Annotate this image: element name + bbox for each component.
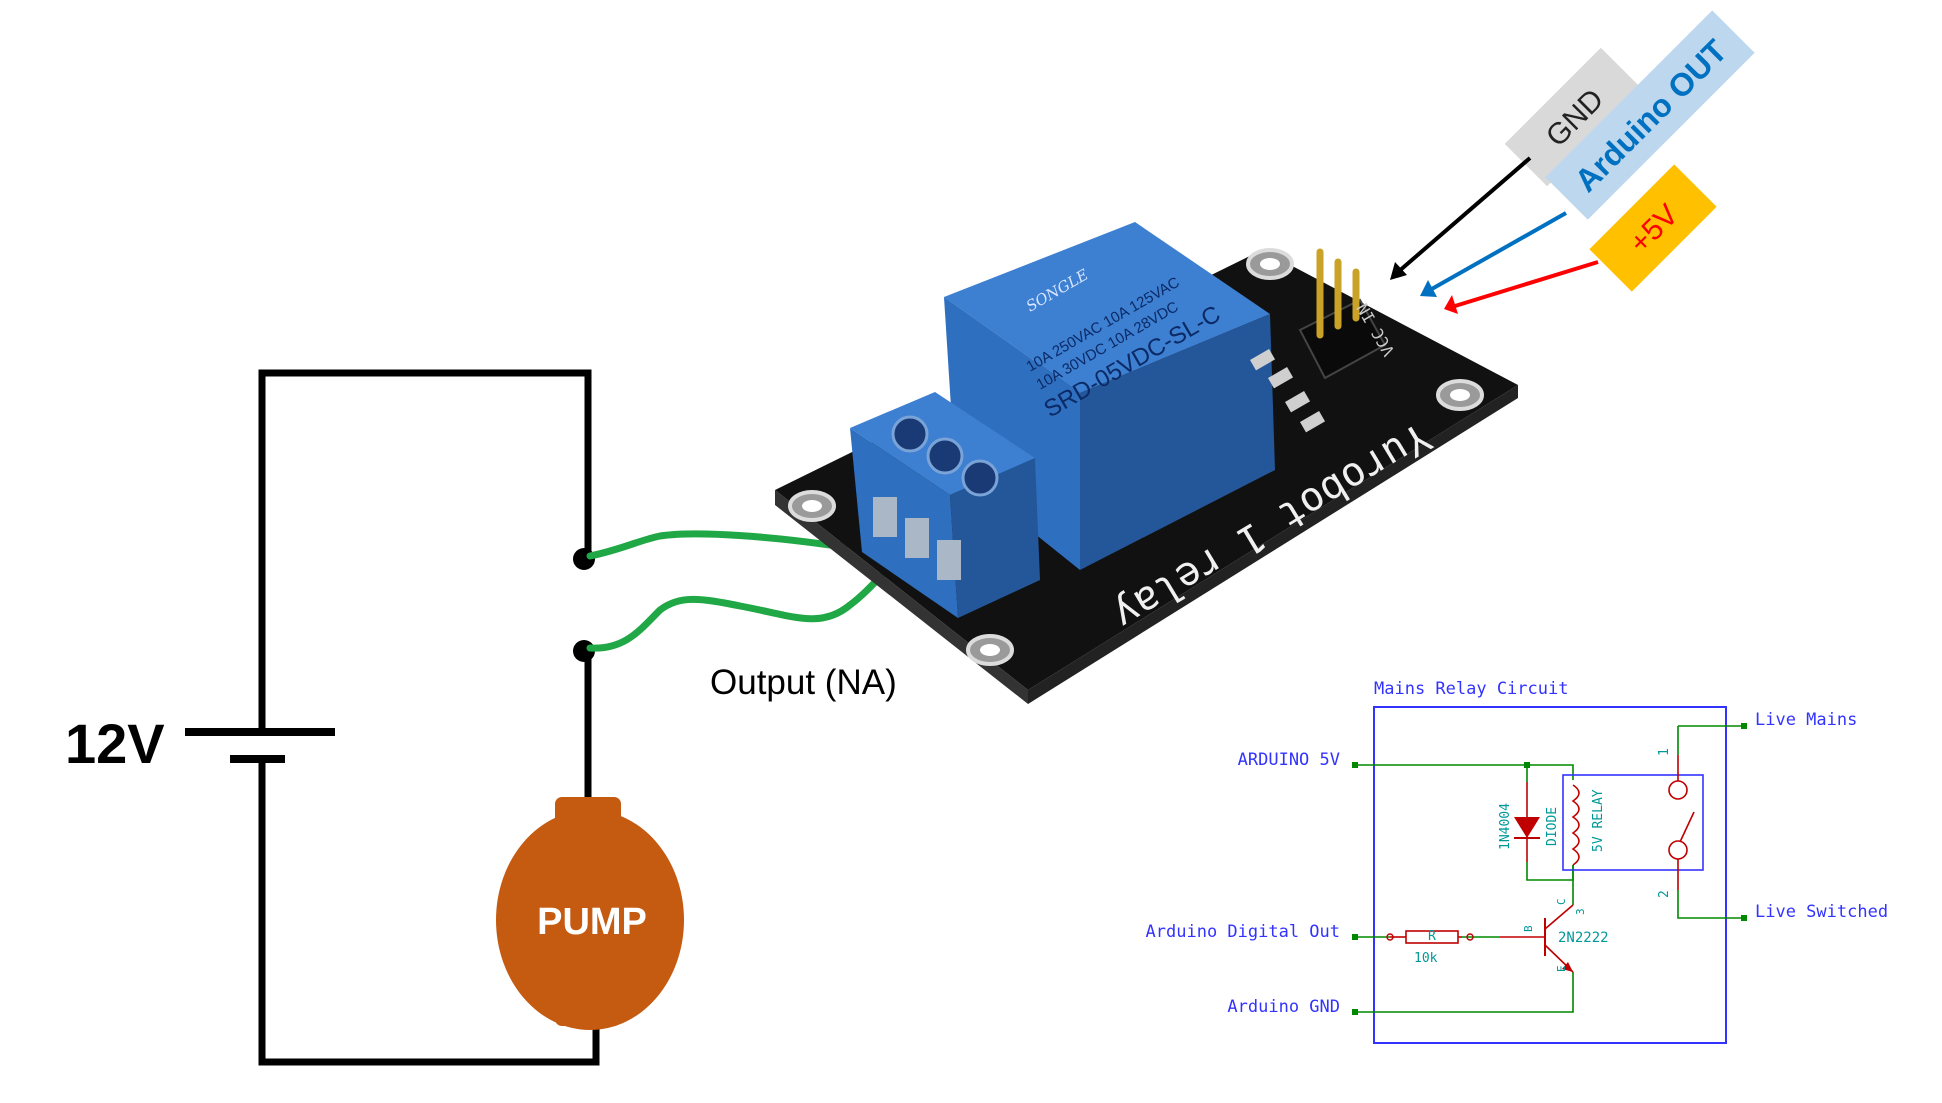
label-arduino-digital-out: Arduino Digital Out	[1146, 922, 1340, 942]
screw-terminal	[850, 392, 1040, 618]
relay-board-edge-right	[1028, 385, 1518, 704]
transistor-pin-c: C	[1555, 898, 1568, 905]
plus5v-tag-bg	[1589, 164, 1717, 292]
schematic-diode: 1N4004 DIODE	[1498, 782, 1560, 862]
schematic-transistor: 2N2222 B C E 3	[1500, 898, 1609, 973]
schematic-frame	[1373, 706, 1727, 1044]
pin-label-tags: GND Arduino OUT +5V	[1390, 10, 1755, 314]
resistor-name: R	[1428, 929, 1436, 944]
label-live-switched: Live Switched	[1755, 902, 1888, 922]
terminal-port	[937, 540, 961, 580]
relay-module: Yurobot 1 relay SONGLE 10A 250VAC 10A 12…	[775, 222, 1518, 704]
circuit-wire-top-bar	[258, 369, 592, 552]
relay-cube: SONGLE 10A 250VAC 10A 125VAC 10A 30VDC 1…	[944, 222, 1275, 570]
schematic: Mains Relay Circuit ARDUINO 5V Arduino D…	[1146, 679, 1888, 1044]
label-live-mains: Live Mains	[1755, 710, 1857, 730]
arduino-out-arrow-head	[1420, 280, 1437, 297]
battery-label: 12V	[65, 712, 165, 775]
terminal-front	[850, 428, 958, 618]
terminal-screw	[961, 459, 999, 497]
output-label: Output (NA)	[710, 663, 897, 702]
pump-label: PUMP	[537, 901, 647, 943]
smd-components	[1250, 349, 1326, 433]
pump: PUMP	[496, 797, 684, 1030]
plus5v-arrow	[1454, 260, 1599, 308]
terminal-side	[950, 458, 1040, 618]
diode-label: DIODE	[1545, 807, 1560, 846]
green-wire-bottom	[586, 548, 909, 652]
relay-side-face	[1080, 314, 1275, 570]
arduino-out-arrow	[1429, 211, 1567, 292]
gnd-arrow	[1396, 156, 1532, 274]
gnd-tag-bg	[1504, 47, 1644, 187]
plus5v-arrow-head	[1444, 295, 1458, 314]
gnd-arrow-head	[1390, 262, 1407, 280]
relay-pin-2: 2	[1657, 890, 1672, 898]
schematic-nodes	[1352, 723, 1747, 1015]
transistor-pin-b: B	[1522, 925, 1535, 932]
circuit-wire-left-bottom	[258, 758, 600, 1066]
relay-front-face	[944, 297, 1080, 570]
schematic-wires	[1355, 725, 1744, 1013]
terminal-port	[873, 497, 897, 537]
resistor-value: 10k	[1414, 951, 1438, 966]
terminal-port	[905, 518, 929, 558]
relay-top-face	[944, 222, 1270, 393]
relay-board-edge	[775, 490, 1028, 704]
arrows	[1396, 156, 1599, 308]
terminal-screw	[926, 437, 964, 475]
schematic-resistor: R 10k	[1386, 929, 1474, 966]
relay-coil	[1571, 784, 1580, 866]
label-arduino-gnd: Arduino GND	[1227, 997, 1340, 1017]
battery-symbol	[185, 728, 335, 763]
terminal-screw	[891, 415, 929, 453]
label-arduino-5v: ARDUINO 5V	[1238, 750, 1340, 770]
relay-pin-1: 1	[1657, 748, 1672, 756]
transistor-label: 2N2222	[1558, 930, 1609, 946]
schematic-relay: 5V RELAY 1 2	[1562, 748, 1704, 898]
arduino-out-tag-bg	[1545, 10, 1755, 220]
pump-body	[496, 810, 684, 1030]
pump-circuit	[258, 369, 600, 1066]
mounting-holes	[788, 248, 1484, 666]
transistor-pin-3: 3	[1574, 908, 1587, 915]
schematic-title: Mains Relay Circuit	[1374, 679, 1568, 699]
relay-label: 5V RELAY	[1591, 789, 1606, 852]
diode-part: 1N4004	[1498, 803, 1513, 850]
transistor-pin-e: E	[1555, 965, 1568, 972]
